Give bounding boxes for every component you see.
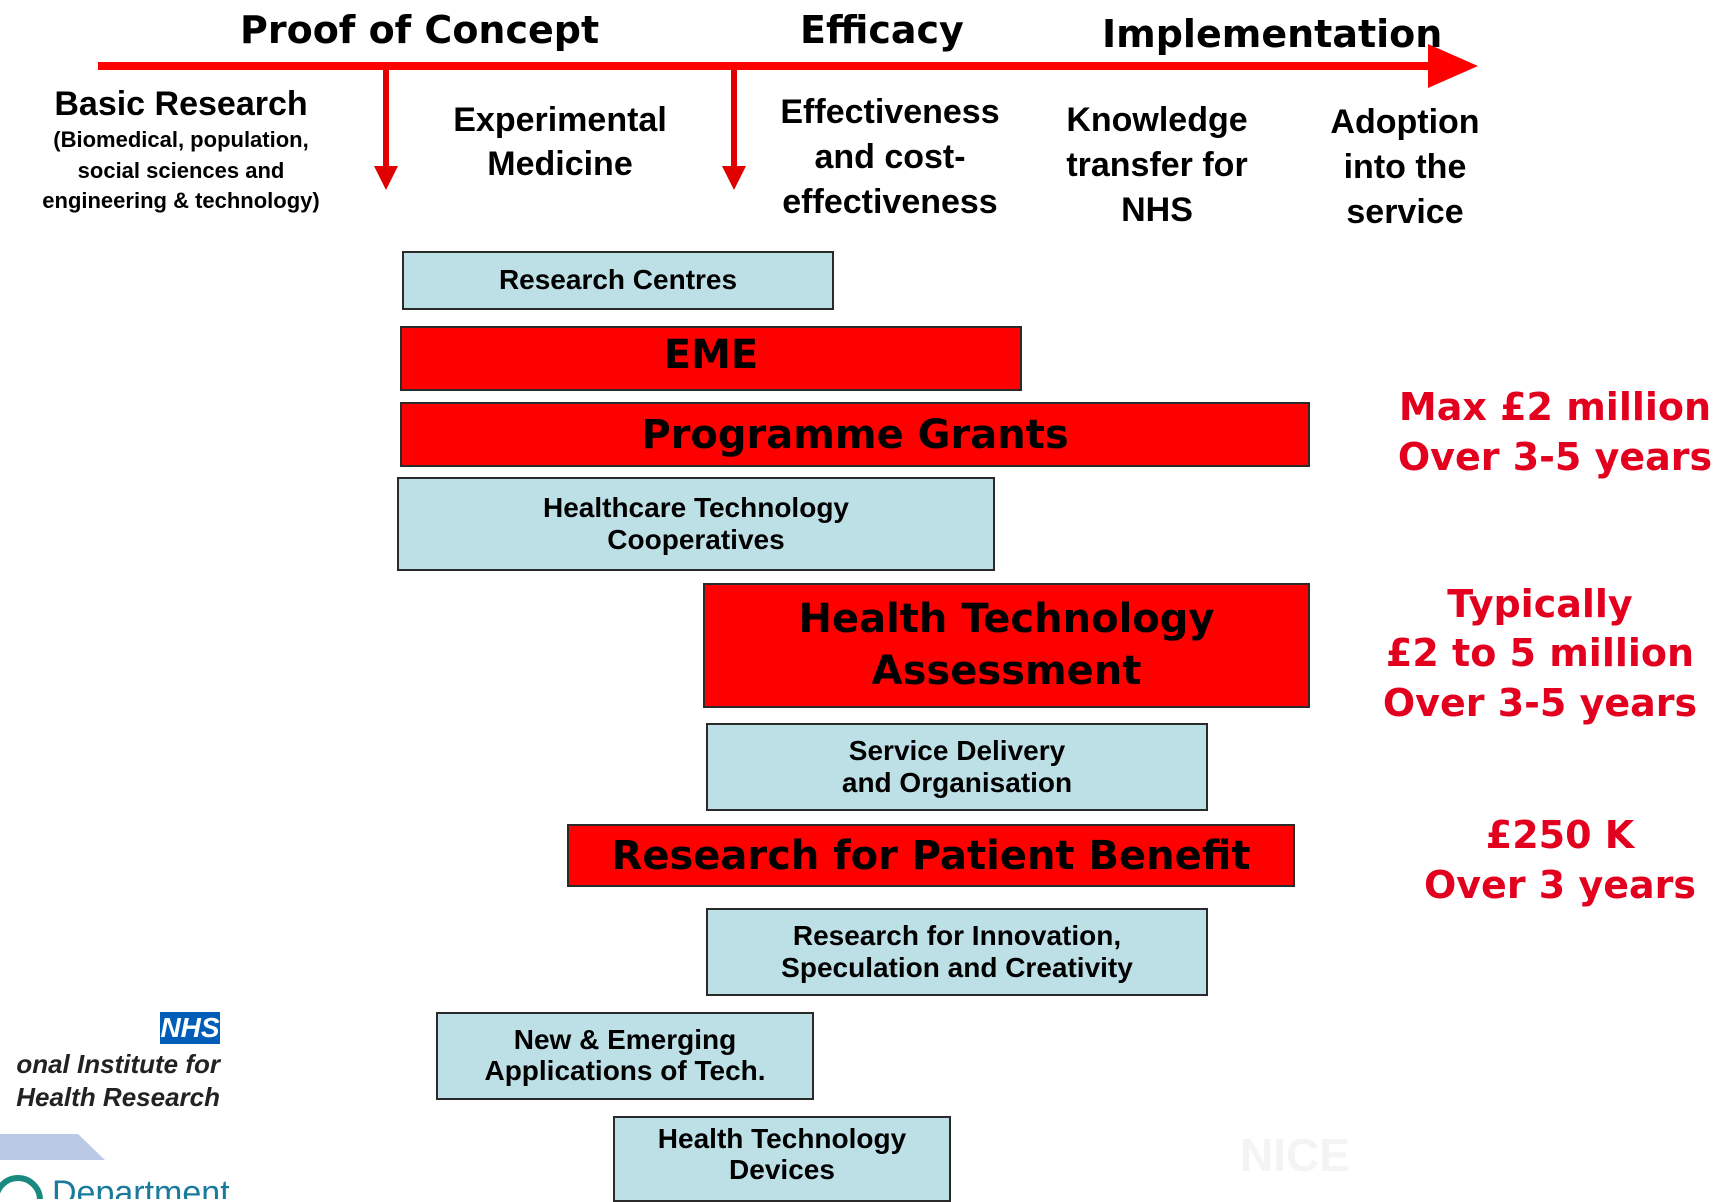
stage-effectiveness-line2: and cost- (814, 137, 966, 176)
phase-implementation: Implementation (1102, 12, 1443, 56)
phase-proof-of-concept: Proof of Concept (240, 8, 600, 52)
stage-knowledge-line2: transfer for (1066, 145, 1248, 184)
box-health-technology-devices: Health Technology Devices (613, 1116, 951, 1202)
stage-knowledge-line3: NHS (1121, 190, 1193, 229)
nhs-logo-text: NHS (160, 1012, 220, 1043)
stage-experimental-line2: Medicine (487, 145, 633, 184)
box-neat-line1: New & Emerging (513, 1024, 737, 1056)
box-rfpb-label: Research for Patient Benefit (611, 832, 1251, 879)
stage-basic-line1: (Biomedical, population, (53, 126, 309, 152)
funding-rfpb-line1: £250 K (1485, 813, 1635, 857)
stage-basic-research: Basic Research (Biomedical, population, … (4, 84, 358, 217)
funding-rfpb: £250 K Over 3 years (1405, 810, 1715, 910)
box-risc-line1: Research for Innovation, (792, 919, 1122, 951)
stage-basic-line3: engineering & technology) (42, 188, 320, 214)
box-htc-line2: Cooperatives (607, 524, 785, 555)
stage-knowledge-transfer: Knowledge transfer for NHS (1035, 98, 1279, 233)
box-neat-line2: Applications of Tech. (484, 1055, 766, 1086)
divider-arrow-1-head (374, 166, 398, 190)
nhs-logo: NHS (160, 1012, 220, 1044)
box-eme: EME (400, 326, 1022, 391)
box-risc-line2: Speculation and Creativity (781, 952, 1133, 983)
box-service-delivery-organisation: Service Delivery and Organisation (706, 723, 1208, 811)
funding-hta-line3: Over 3-5 years (1382, 680, 1698, 725)
funding-pg-line2: Over 3-5 years (1397, 435, 1713, 480)
stage-adoption: Adoption into the service (1300, 100, 1510, 235)
box-sdo-line1: Service Delivery (848, 734, 1066, 766)
box-programme-grants-label: Programme Grants (641, 411, 1069, 458)
nihr-line1: onal Institute for (16, 1049, 220, 1079)
funding-hta-line2: £2 to 5 million (1385, 631, 1695, 676)
box-new-emerging-applications: New & Emerging Applications of Tech. (436, 1012, 814, 1100)
stage-adoption-line2: into the (1343, 147, 1467, 186)
box-hta-line2: Assessment (871, 647, 1142, 694)
logo-swoosh-shape (0, 1134, 105, 1160)
box-research-centres-label: Research Centres (498, 264, 738, 296)
box-health-technology-assessment: Health Technology Assessment (703, 583, 1310, 708)
funding-rfpb-line2: Over 3 years (1423, 863, 1697, 908)
funding-hta: Typically £2 to 5 million Over 3-5 years (1370, 580, 1710, 728)
stage-experimental-medicine: Experimental Medicine (420, 98, 700, 186)
funding-programme-grants: Max £2 million Over 3-5 years (1380, 382, 1730, 482)
stage-experimental-line1: Experimental (453, 101, 667, 139)
box-research-centres: Research Centres (402, 251, 834, 310)
timeline-arrow (98, 44, 1478, 190)
box-programme-grants: Programme Grants (400, 402, 1310, 467)
nice-watermark: NICE (1240, 1129, 1350, 1181)
timeline-arrowhead (1428, 44, 1478, 88)
logo-swoosh (0, 1134, 105, 1160)
divider-arrow-2-shaft (731, 70, 737, 166)
box-sdo-line2: and Organisation (841, 767, 1073, 798)
divider-arrow-1-shaft (383, 70, 389, 166)
box-research-for-patient-benefit: Research for Patient Benefit (567, 824, 1295, 887)
stage-knowledge-line1: Knowledge (1066, 101, 1248, 139)
dept-health-text: Department (52, 1176, 230, 1199)
box-hta-line1: Health Technology (798, 596, 1215, 643)
dept-health-circle-icon (0, 1175, 43, 1199)
stage-effectiveness-line1: Effectiveness (780, 93, 1000, 131)
box-htd-line1: Health Technology (657, 1123, 907, 1154)
stage-basic-title: Basic Research (54, 85, 308, 123)
box-research-innovation-speculation-creativity: Research for Innovation, Speculation and… (706, 908, 1208, 996)
timeline-shaft (98, 62, 1441, 70)
funding-hta-line1: Typically (1447, 582, 1633, 626)
stage-adoption-line1: Adoption (1330, 103, 1480, 141)
nihr-logo-text: onal Institute for Health Research (0, 1048, 220, 1113)
stage-basic-line2: social sciences and (77, 157, 285, 183)
divider-arrow-2-head (722, 166, 746, 190)
box-healthcare-technology-cooperatives: Healthcare Technology Cooperatives (397, 477, 995, 571)
phase-efficacy: Efficacy (800, 8, 964, 52)
box-htd-line2: Devices (729, 1153, 835, 1185)
stage-adoption-line3: service (1346, 192, 1464, 231)
stage-effectiveness-line3: effectiveness (782, 182, 998, 221)
box-eme-label: EME (663, 332, 759, 378)
box-htc-line1: Healthcare Technology (542, 491, 849, 523)
nihr-line2: Health Research (16, 1081, 220, 1112)
funding-pg-line1: Max £2 million (1398, 385, 1712, 429)
stage-effectiveness: Effectiveness and cost- effectiveness (750, 90, 1030, 225)
